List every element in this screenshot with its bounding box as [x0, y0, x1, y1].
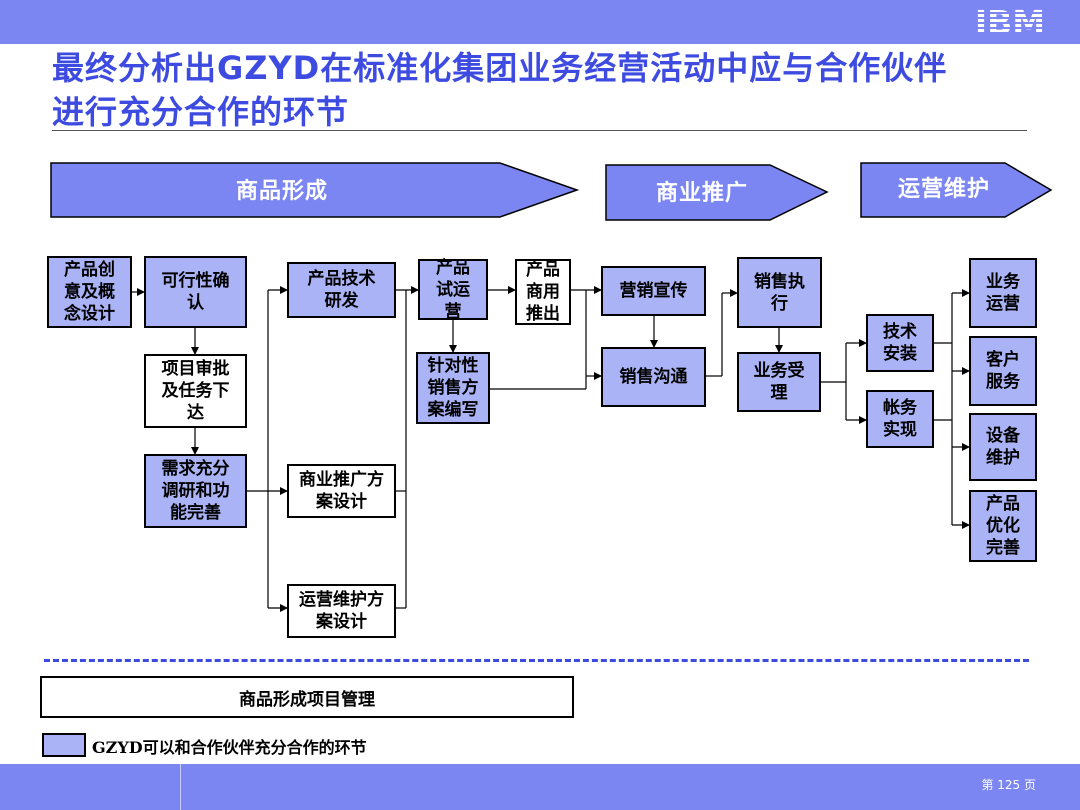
dashed-divider [44, 659, 1029, 662]
box-sales-communication: 销售沟通 [601, 347, 706, 407]
stage-label-commodity: 商品形成 [236, 178, 328, 204]
box-sales-plan: 针对性 销售方 案编写 [416, 352, 490, 424]
title-line-1: 最终分析出GZYD在标准化集团业务经营活动中应与合作伙伴 [52, 49, 948, 87]
project-management-box: 商品形成项目管理 [40, 676, 574, 718]
page-title: 最终分析出GZYD在标准化集团业务经营活动中应与合作伙伴 进行充分合作的环节 [52, 46, 1032, 134]
box-tech-install: 技术 安装 [866, 314, 934, 372]
box-ops-maint-plan: 运营维护方 案设计 [287, 584, 396, 638]
stage-arrow-commodity [50, 162, 580, 218]
box-marketing: 营销宣传 [601, 266, 706, 316]
box-product-optimize: 产品 优化 完善 [969, 490, 1037, 562]
title-line-2: 进行充分合作的环节 [52, 93, 350, 131]
box-requirements: 需求充分 调研和功 能完善 [144, 454, 247, 528]
legend-swatch [42, 733, 86, 757]
box-product-launch: 产品 商用 推出 [515, 259, 571, 325]
box-customer-service: 客户 服务 [969, 336, 1037, 406]
ibm-logo: IBM [972, 3, 1048, 42]
legend-label: GZYD可以和合作伙伴充分合作的环节 [92, 738, 367, 757]
box-product-idea: 产品创 意及概 念设计 [47, 256, 132, 328]
box-feasibility: 可行性确 认 [144, 256, 247, 328]
box-project-approval: 项目审批 及任务下 达 [144, 354, 247, 428]
connectors [132, 286, 970, 612]
stage-arrow-promotion [605, 164, 829, 221]
box-trial-operation: 产品 试运 营 [418, 258, 488, 322]
stage-arrow-operations [860, 162, 1053, 218]
stage-label-operations: 运营维护 [898, 176, 990, 202]
title-divider [52, 130, 1027, 131]
bottom-bar-divider [180, 764, 181, 810]
box-sales-execution: 销售执 行 [737, 257, 822, 328]
box-service-acceptance: 业务受 理 [737, 352, 821, 412]
box-billing: 帐务 实现 [866, 390, 934, 448]
box-tech-dev: 产品技术 研发 [287, 262, 396, 318]
bottom-bar [0, 764, 1080, 810]
top-bar [0, 0, 1080, 44]
page-number: 第 125 页 [981, 778, 1036, 792]
box-biz-promo-plan: 商业推广方 案设计 [287, 464, 396, 518]
box-business-ops: 业务 运营 [969, 258, 1037, 328]
box-equipment-maint: 设备 维护 [969, 413, 1037, 481]
stage-label-promotion: 商业推广 [656, 180, 748, 206]
svg-text:IBM: IBM [975, 4, 1045, 38]
